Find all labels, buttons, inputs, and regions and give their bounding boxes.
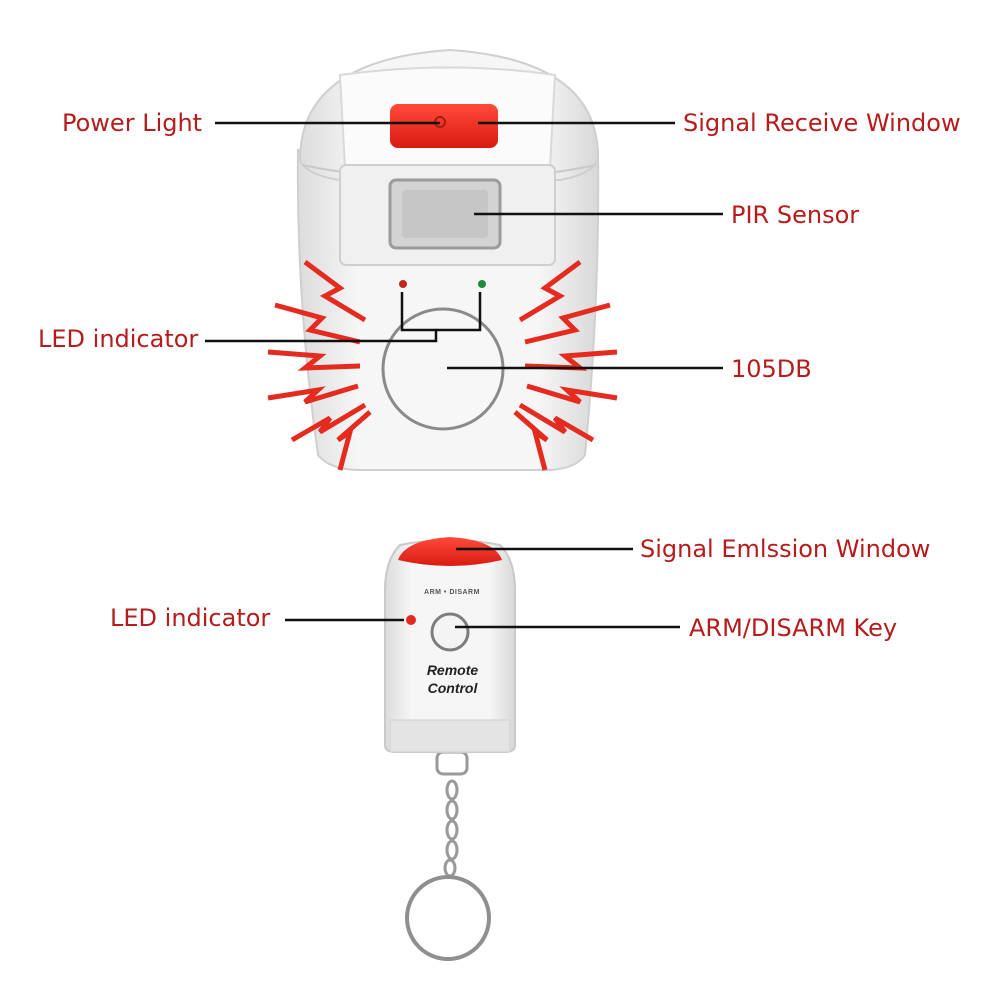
remote-control-icon (384, 537, 516, 961)
label-105db: 105DB (731, 355, 812, 383)
label-led-indicator: LED indicator (38, 325, 199, 353)
label-signal-receive-window: Signal Receive Window (683, 109, 961, 137)
alarm-device-icon (296, 48, 600, 471)
label-arm-disarm-key: ARM/DISARM Key (689, 614, 898, 642)
keychain-icon (405, 750, 491, 961)
remote-brand-line1: Remote (426, 662, 479, 678)
sound-wave-icon (513, 259, 618, 471)
remote-key-caption: ARM • DISARM (424, 589, 480, 596)
leader-lines (205, 121, 723, 629)
label-signal-emission-window: Signal Emlssion Window (640, 535, 931, 563)
label-remote-led-indicator: LED indicator (110, 604, 271, 632)
label-pir-sensor: PIR Sensor (731, 201, 860, 229)
label-power-light: Power Light (62, 109, 203, 137)
remote-brand-line2: Control (427, 680, 478, 696)
sound-wave-icon (267, 259, 372, 471)
leader-led-indicator-green (436, 292, 482, 332)
